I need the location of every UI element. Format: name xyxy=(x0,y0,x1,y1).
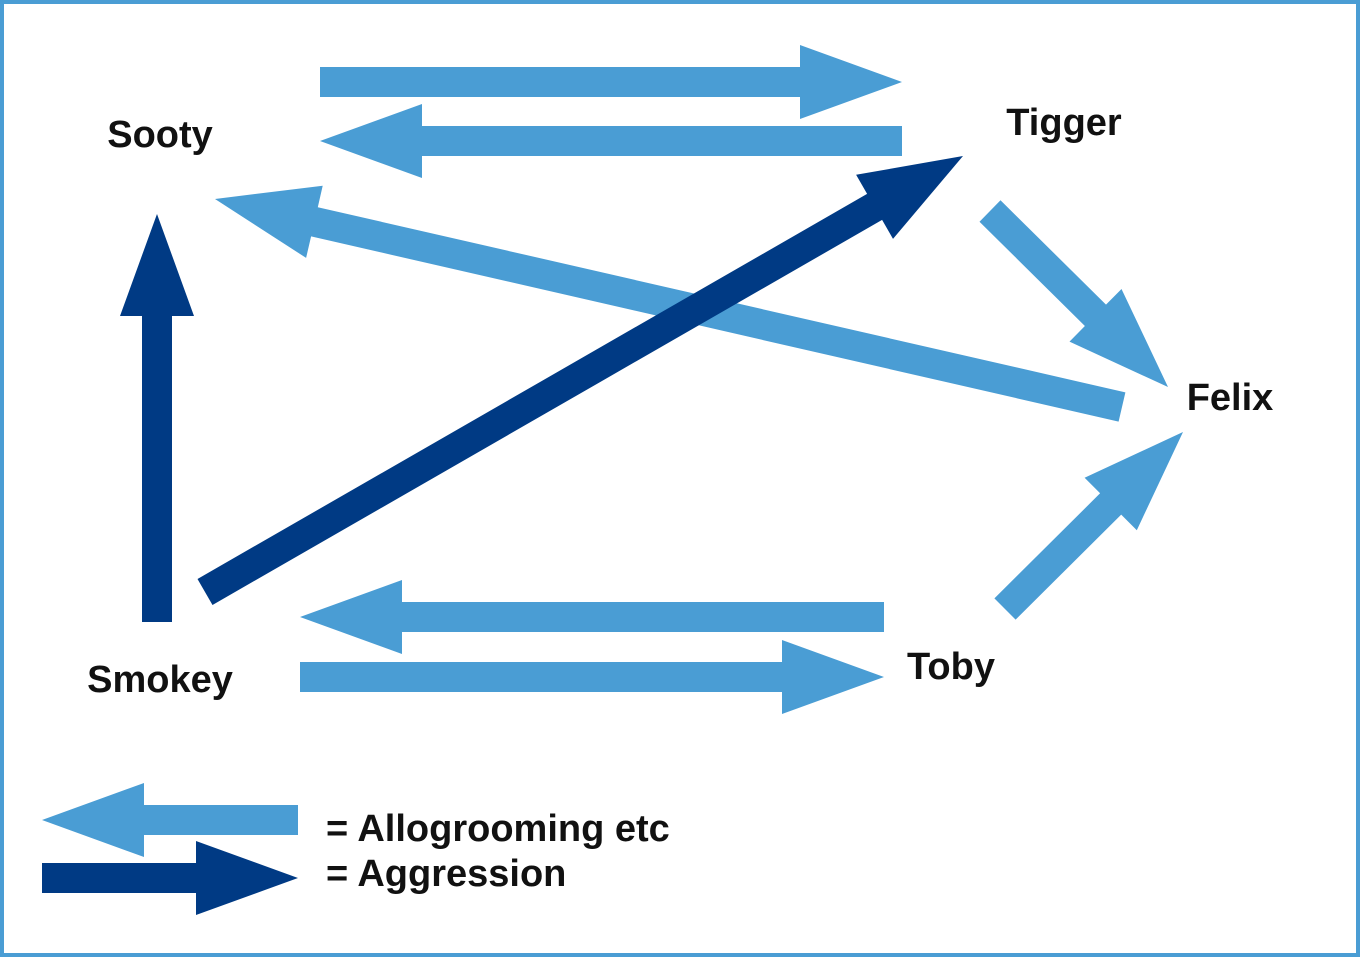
node-toby: Toby xyxy=(907,646,995,688)
node-tigger: Tigger xyxy=(1006,102,1122,144)
edge-tigger-to-felix xyxy=(979,200,1168,387)
edge-smokey-to-sooty xyxy=(120,214,194,622)
edge-sooty-to-tigger xyxy=(320,45,902,119)
edge-toby-to-felix xyxy=(994,432,1183,620)
edges-layer xyxy=(120,45,1183,714)
legend-aggression-arrow xyxy=(42,841,298,915)
legend-aggression-label: = Aggression xyxy=(326,853,566,895)
legend: = Allogrooming etc = Aggression xyxy=(42,783,670,915)
node-smokey: Smokey xyxy=(87,659,233,701)
edge-smokey-to-tigger xyxy=(197,156,963,605)
legend-allogrooming-label: = Allogrooming etc xyxy=(326,808,670,850)
edge-toby-to-smokey xyxy=(300,580,884,654)
edge-felix-to-sooty xyxy=(215,185,1126,422)
edge-tigger-to-sooty xyxy=(320,104,902,178)
node-sooty: Sooty xyxy=(107,114,213,156)
legend-allogrooming-arrow xyxy=(42,783,298,857)
nodes-layer: Sooty Tigger Felix Smokey Toby xyxy=(87,102,1273,701)
node-felix: Felix xyxy=(1187,377,1274,419)
edge-smokey-to-toby xyxy=(300,640,884,714)
